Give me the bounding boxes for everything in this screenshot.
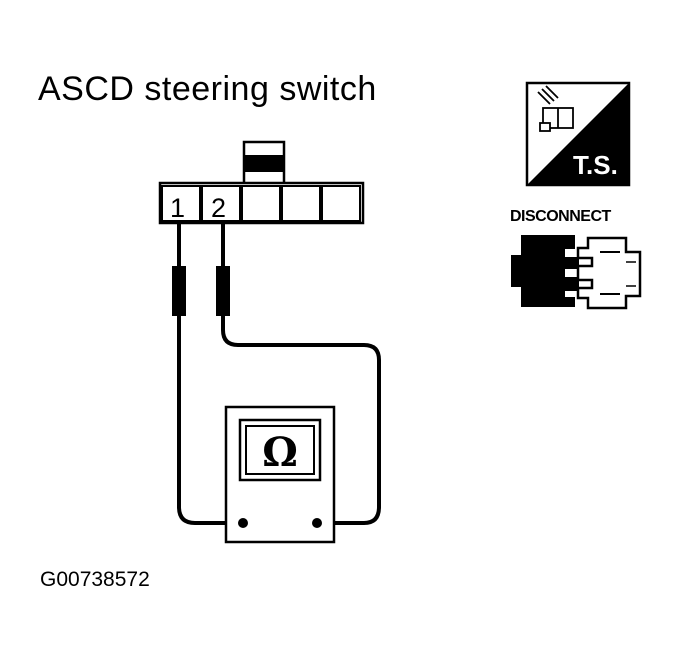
- harness-connector: 1 2: [158, 140, 365, 225]
- figure-id: G00738572: [40, 568, 150, 591]
- ts-badge: T.S.: [525, 81, 631, 187]
- ts-label: T.S.: [573, 150, 618, 180]
- disconnect-icon: [511, 235, 642, 310]
- test-lead-1: [172, 223, 243, 525]
- ohm-symbol: Ω: [262, 429, 298, 476]
- pin-1-label: 1: [170, 193, 185, 223]
- pin-2-label: 2: [211, 193, 226, 223]
- test-lead-2: [216, 223, 381, 525]
- disconnect-label: DISCONNECT: [510, 208, 611, 225]
- connector-cells: [161, 185, 361, 222]
- diagram-title: ASCD steering switch: [38, 70, 377, 108]
- meter-terminal-right: [312, 518, 322, 528]
- ohmmeter: Ω: [224, 405, 336, 544]
- probe-2: [216, 266, 230, 316]
- probe-1: [172, 266, 186, 316]
- connector-icon: [537, 85, 574, 132]
- meter-terminal-left: [238, 518, 248, 528]
